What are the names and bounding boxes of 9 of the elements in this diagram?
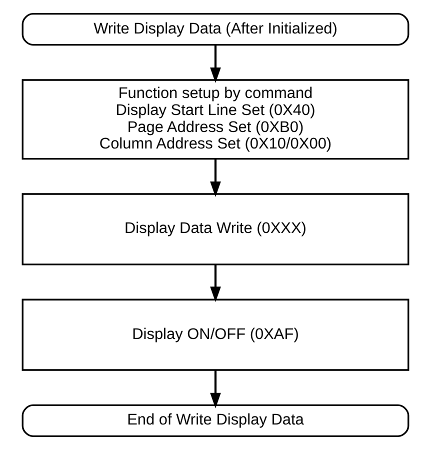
- node-box: Function setup by command Display Start Line Set (0X40) Page Address Set (0XB0) Column Address Set (0X10/0X00): [21, 79, 409, 160]
- arrow: [210, 158, 220, 198]
- node-box: Display ON/OFF (0XAF): [21, 298, 409, 371]
- node-box: End of Write Display Data: [21, 404, 409, 438]
- node-box: Write Display Data (After Initialized): [21, 12, 409, 46]
- arrow: [210, 264, 220, 302]
- node-box: Display Data Write (0XXX): [21, 193, 409, 266]
- arrow: [210, 45, 220, 84]
- arrow: [210, 370, 220, 408]
